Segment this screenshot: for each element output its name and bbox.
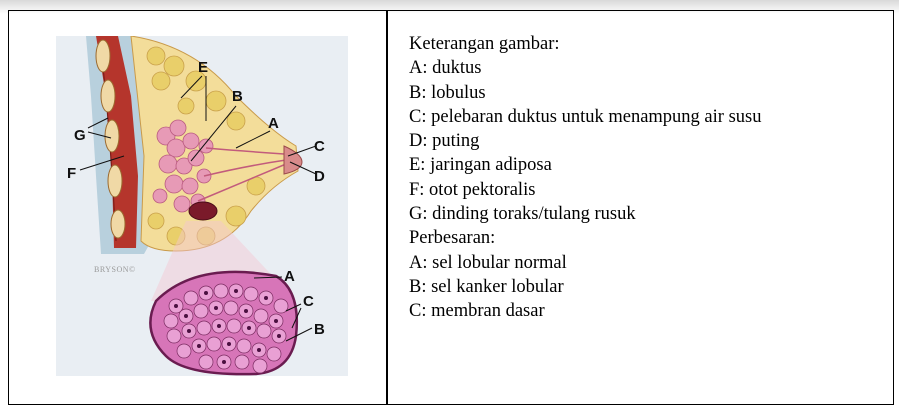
zoom-label-B: B: [314, 321, 325, 338]
zoom-title: Perbesaran:: [409, 226, 889, 250]
label-G: G: [74, 127, 86, 144]
legend-item-a: A: duktus: [409, 56, 889, 80]
label-F: F: [67, 165, 76, 182]
label-D: D: [314, 168, 325, 185]
label-E: E: [198, 59, 208, 76]
legend-item-g: G: dinding toraks/tulang rusuk: [409, 202, 889, 226]
label-A: A: [268, 115, 279, 132]
legend-item-b: B: lobulus: [409, 81, 889, 105]
zoom-item-a: A: sel lobular normal: [409, 251, 889, 275]
legend-item-e: E: jaringan adiposa: [409, 153, 889, 177]
legend-item-f: F: otot pektoralis: [409, 178, 889, 202]
magnified-lobule: [150, 272, 296, 374]
label-B: B: [232, 88, 243, 105]
figure-legend: Keterangan gambar: A: duktus B: lobulus …: [409, 32, 889, 324]
table-column-divider: [386, 10, 388, 405]
tumor: [189, 202, 217, 220]
breast-anatomy-figure: E B A C D G F A C B BRYSON©: [56, 36, 348, 376]
legend-item-d: D: puting: [409, 129, 889, 153]
legend-item-c: C: pelebaran duktus untuk menampung air …: [409, 105, 889, 129]
illustrator-credit: BRYSON©: [94, 265, 136, 274]
legend-title: Keterangan gambar:: [409, 32, 889, 56]
zoom-label-A: A: [284, 268, 295, 285]
zoom-item-c: C: membran dasar: [409, 299, 889, 323]
zoom-label-C: C: [303, 293, 314, 310]
label-C: C: [314, 138, 325, 155]
zoom-item-b: B: sel kanker lobular: [409, 275, 889, 299]
